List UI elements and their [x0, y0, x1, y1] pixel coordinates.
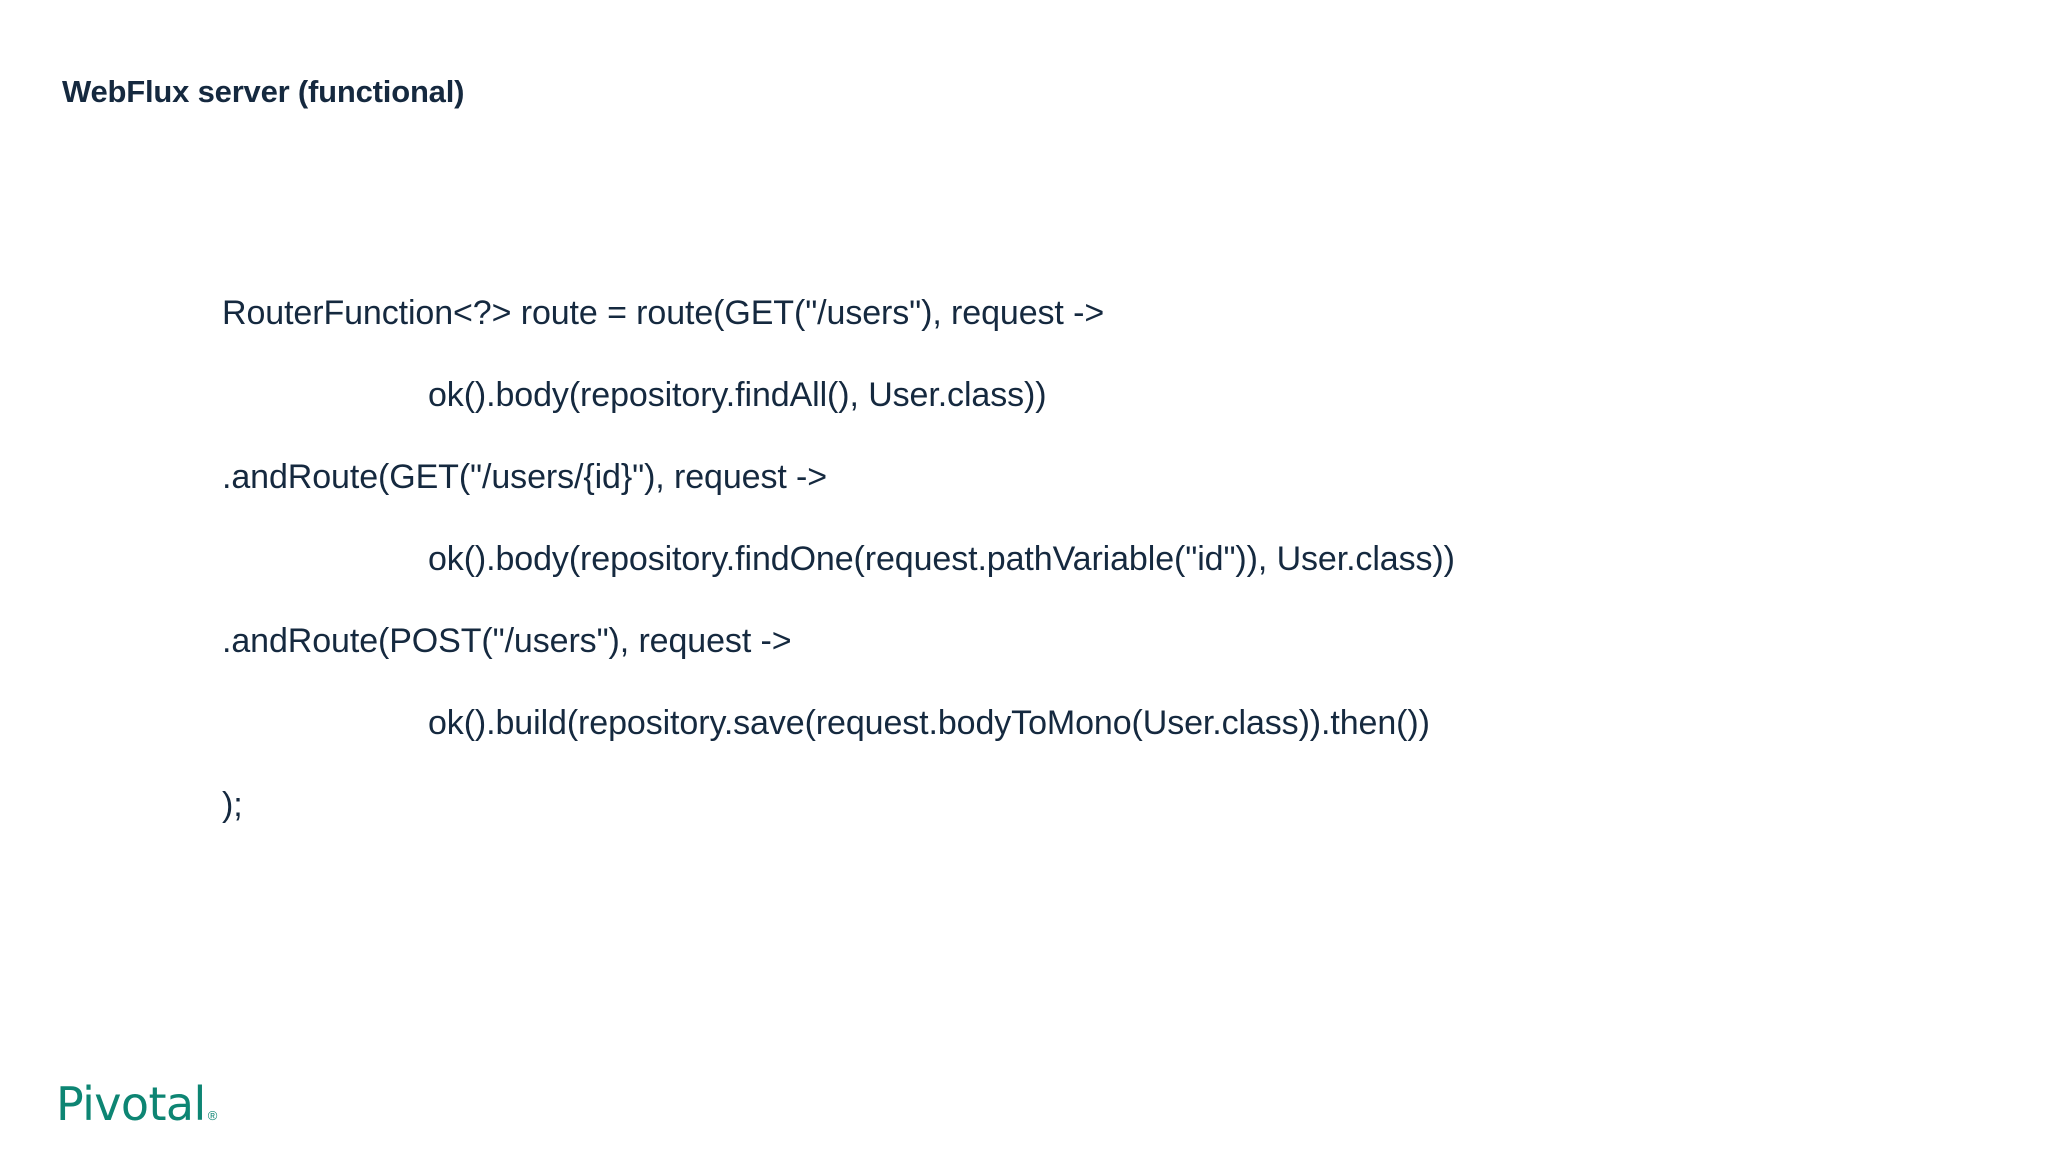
registered-trademark-icon: ®	[207, 1108, 218, 1123]
code-line: RouterFunction<?> route = route(GET("/us…	[222, 294, 1105, 332]
code-line: .andRoute(POST("/users"), request ->	[222, 622, 792, 660]
pivotal-logo: Pivotal ®	[56, 1075, 217, 1127]
code-line: ok().body(repository.findAll(), User.cla…	[428, 376, 1047, 414]
code-line: .andRoute(GET("/users/{id}"), request ->	[222, 458, 828, 496]
code-line: ok().build(repository.save(request.bodyT…	[428, 704, 1430, 742]
slide-title: WebFlux server (functional)	[62, 73, 465, 109]
code-line: );	[222, 786, 243, 824]
code-block: RouterFunction<?> route = route(GET("/us…	[222, 272, 1922, 846]
pivotal-wordmark: Pivotal	[56, 1077, 206, 1131]
code-line: ok().body(repository.findOne(request.pat…	[428, 540, 1455, 578]
